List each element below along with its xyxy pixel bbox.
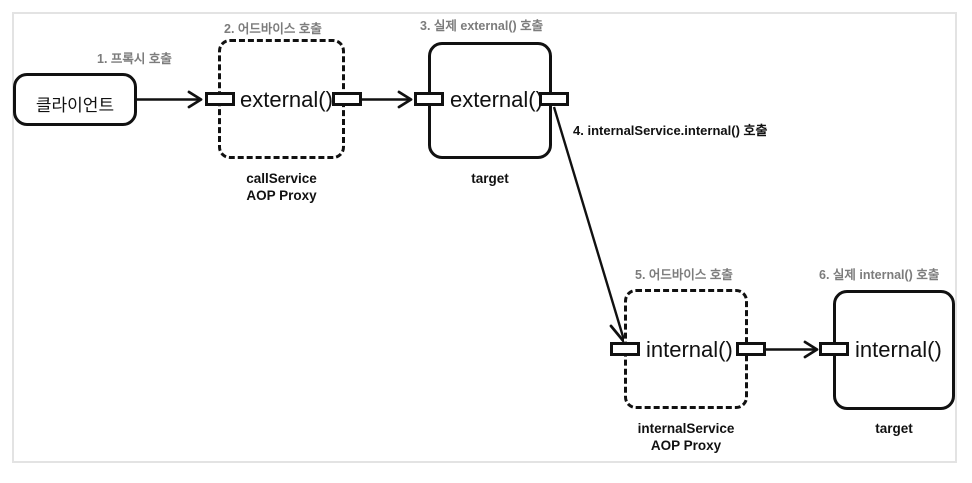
caption-step-4: 4. internalService.internal() 호출 <box>573 123 768 138</box>
method-label-external-target: external() <box>450 87 543 112</box>
caption-step-5: 5. 어드바이스 호출 <box>635 268 733 282</box>
caption-step-6: 6. 실제 internal() 호출 <box>819 268 940 282</box>
node-internalservice-proxy-name-line1: internalService <box>637 421 735 436</box>
caption-step-1: 1. 프록시 호출 <box>97 52 172 66</box>
port-callservice-proxy-in[interactable] <box>205 92 235 106</box>
method-label-internal-target: internal() <box>855 337 942 362</box>
node-internal-target-name: target <box>875 421 913 436</box>
method-label-callservice-external: external() <box>240 87 333 112</box>
port-internalservice-proxy-out[interactable] <box>736 342 766 356</box>
port-external-target-in[interactable] <box>414 92 444 106</box>
method-label-internalservice-internal: internal() <box>646 337 733 362</box>
port-external-target-out[interactable] <box>539 92 569 106</box>
node-client-label: 클라이언트 <box>35 96 115 115</box>
caption-step-2: 2. 어드바이스 호출 <box>224 22 322 36</box>
node-callservice-proxy-name-line2: AOP Proxy <box>246 188 317 203</box>
node-internalservice-proxy-name-line2: AOP Proxy <box>650 438 722 453</box>
port-callservice-proxy-out[interactable] <box>332 92 362 106</box>
node-external-target-name: target <box>471 171 509 186</box>
node-callservice-proxy-name-line1: callService <box>246 171 317 186</box>
caption-step-3: 3. 실제 external() 호출 <box>420 19 544 33</box>
node-client[interactable]: 클라이언트 <box>13 73 137 126</box>
port-internalservice-proxy-in[interactable] <box>610 342 640 356</box>
port-internal-target-in[interactable] <box>819 342 849 356</box>
